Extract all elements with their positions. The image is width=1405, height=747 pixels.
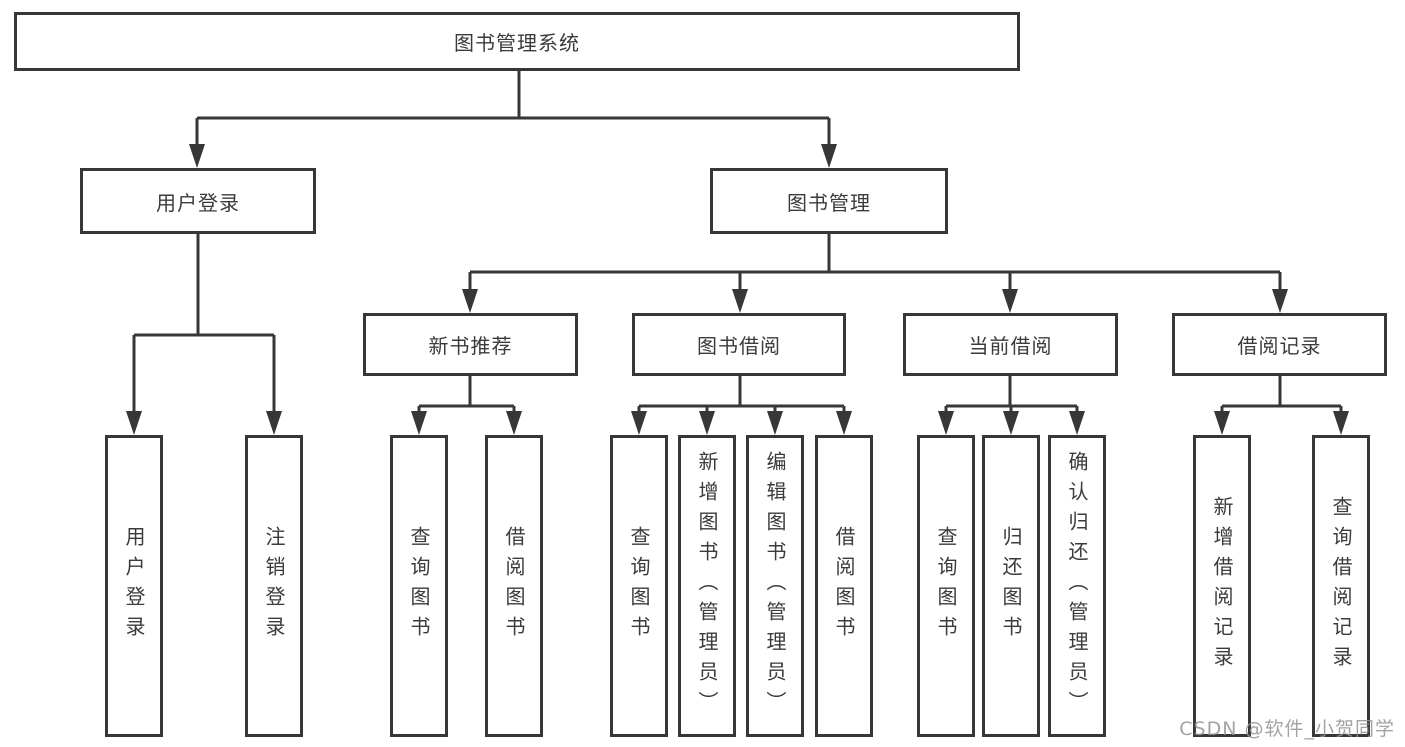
leaf-borrow-books-recommend: 借阅图书 xyxy=(485,435,543,737)
leaf-return-books: 归还图书 xyxy=(982,435,1040,737)
leaf-query-books-recommend: 查询图书 xyxy=(390,435,448,737)
node-user-login: 用户登录 xyxy=(80,168,316,234)
leaf-add-books-admin: 新增图书（管理员） xyxy=(678,435,736,737)
node-library-management-system: 图书管理系统 xyxy=(14,12,1020,71)
leaf-query-books-current: 查询图书 xyxy=(917,435,975,737)
node-borrowing-records: 借阅记录 xyxy=(1172,313,1387,376)
leaf-edit-books-admin: 编辑图书（管理员） xyxy=(746,435,804,737)
leaf-confirm-return-admin: 确认归还（管理员） xyxy=(1048,435,1106,737)
leaf-query-borrow-record: 查询借阅记录 xyxy=(1312,435,1370,737)
node-book-management: 图书管理 xyxy=(710,168,948,234)
node-new-book-recommendation: 新书推荐 xyxy=(363,313,578,376)
leaf-query-books-borrow: 查询图书 xyxy=(610,435,668,737)
leaf-add-borrow-record: 新增借阅记录 xyxy=(1193,435,1251,737)
node-book-borrowing: 图书借阅 xyxy=(632,313,846,376)
leaf-borrow-books: 借阅图书 xyxy=(815,435,873,737)
node-current-borrowing: 当前借阅 xyxy=(903,313,1118,376)
csdn-watermark: CSDN @软件_小贺同学 xyxy=(1179,718,1395,740)
leaf-logout: 注销登录 xyxy=(245,435,303,737)
leaf-user-login: 用户登录 xyxy=(105,435,163,737)
